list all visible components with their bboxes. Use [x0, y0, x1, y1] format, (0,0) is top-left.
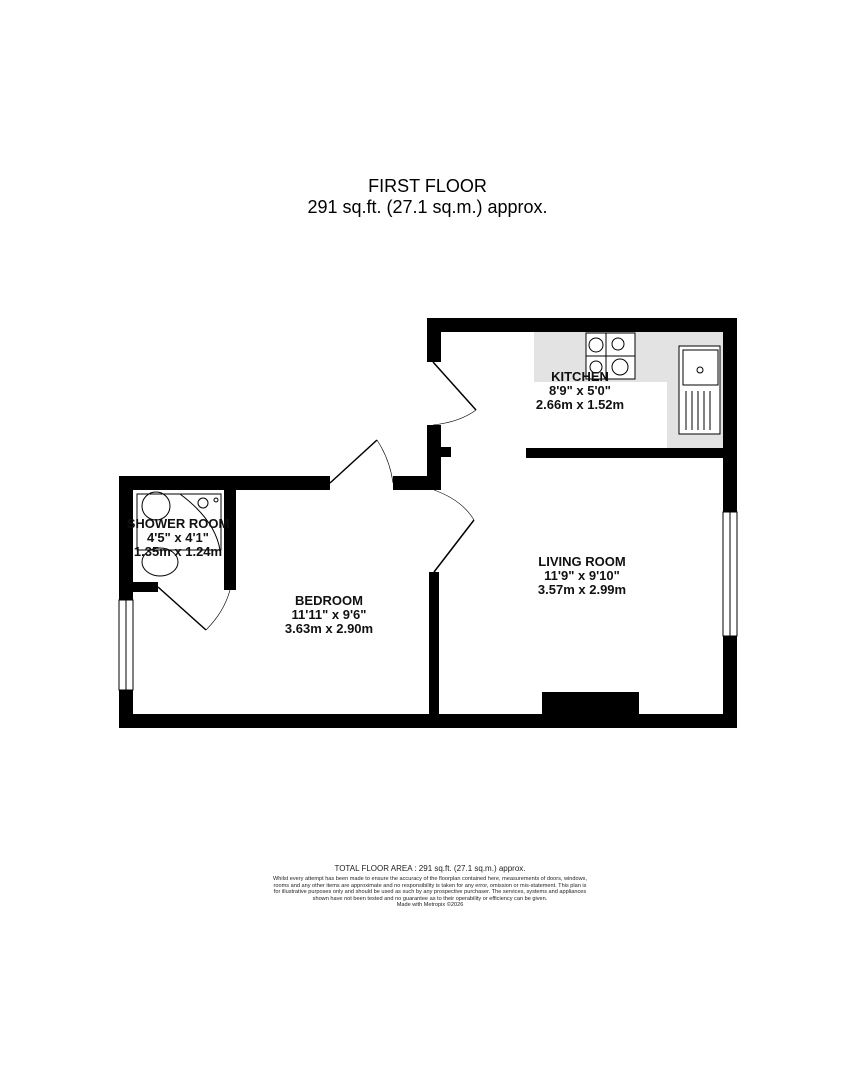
- room-label-shower-room: SHOWER ROOM 4'5" x 4'1" 1.35m x 1.24m: [127, 516, 230, 559]
- svg-text:3.63m x 2.90m: 3.63m x 2.90m: [285, 621, 373, 636]
- svg-text:3.57m x 2.99m: 3.57m x 2.99m: [538, 582, 626, 597]
- svg-text:1.35m x 1.24m: 1.35m x 1.24m: [134, 544, 222, 559]
- svg-text:11'9" x 9'10": 11'9" x 9'10": [544, 568, 620, 583]
- disclaimer: Whilst every attempt has been made to en…: [270, 876, 590, 909]
- window: [118, 511, 738, 691]
- shower-room-fixtures: [136, 491, 222, 577]
- walls: [119, 318, 737, 728]
- room-label-living-room: LIVING ROOM 11'9" x 9'10" 3.57m x 2.99m: [538, 554, 626, 597]
- disclaimer-text: Whilst every attempt has been made to en…: [272, 876, 588, 902]
- room-label-kitchen: KITCHEN 8'9" x 5'0" 2.66m x 1.52m: [536, 369, 624, 412]
- floor-title: FIRST FLOOR: [368, 176, 487, 196]
- svg-text:SHOWER ROOM: SHOWER ROOM: [127, 516, 230, 531]
- total-floor-area: TOTAL FLOOR AREA : 291 sq.ft. (27.1 sq.m…: [334, 864, 526, 873]
- sink-icon: [678, 345, 721, 435]
- hob-icon: [585, 332, 636, 380]
- svg-text:11'11" x 9'6": 11'11" x 9'6": [292, 607, 367, 622]
- svg-text:4'5" x 4'1": 4'5" x 4'1": [147, 530, 209, 545]
- svg-text:2.66m x 1.52m: 2.66m x 1.52m: [536, 397, 624, 412]
- svg-text:8'9" x 5'0": 8'9" x 5'0": [549, 383, 611, 398]
- svg-text:LIVING ROOM: LIVING ROOM: [538, 554, 625, 569]
- svg-text:BEDROOM: BEDROOM: [295, 593, 363, 608]
- floor-area: 291 sq.ft. (27.1 sq.m.) approx.: [307, 197, 548, 217]
- credit: Made with Metropix ©2026: [396, 902, 464, 909]
- room-label-bedroom: BEDROOM 11'11" x 9'6" 3.63m x 2.90m: [285, 593, 373, 636]
- door: [157, 361, 477, 631]
- svg-text:KITCHEN: KITCHEN: [551, 369, 609, 384]
